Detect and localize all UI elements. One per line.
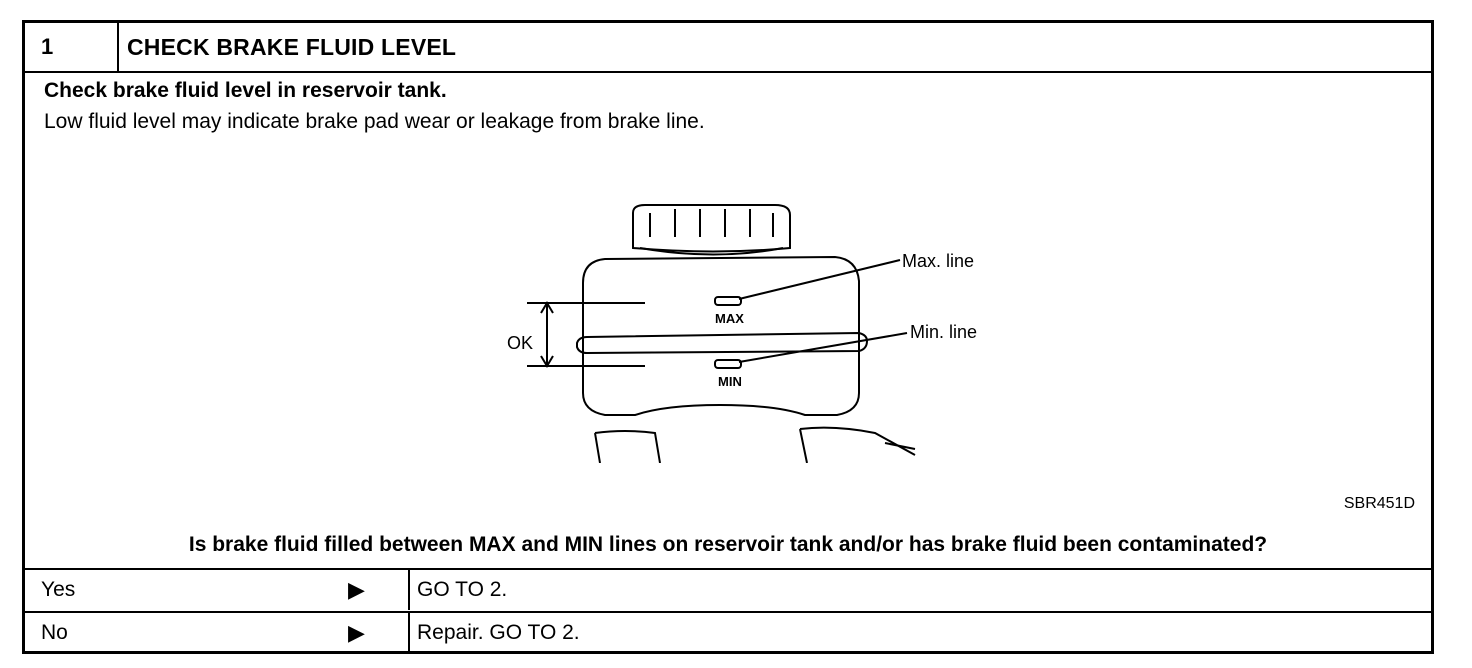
figure-code: SBR451D [1343,495,1415,512]
min-line-callout: Min. line [910,322,977,342]
answer-action-no: Repair. GO TO 2. [417,621,580,644]
right-fitting [799,426,916,464]
answer-row-no: No ▶ Repair. GO TO 2. [25,611,1431,653]
arrow-right-icon: ▶ [348,577,365,602]
max-level-mark [714,296,742,306]
reservoir-seam-ring [576,331,869,355]
inspection-step-box: 1 CHECK BRAKE FLUID LEVEL Check brake fl… [22,20,1434,654]
min-callout-leader [738,332,908,363]
reservoir-diagram: Max. line Min. line MAX MIN OK [507,204,977,464]
max-line-callout: Max. line [902,251,974,271]
arrow-right-icon: ▶ [348,620,365,645]
answer-label-no: No [41,621,68,644]
answer-row-yes: Yes ▶ GO TO 2. [25,568,1431,610]
min-level-mark [714,359,742,369]
ok-range-dimension [527,302,645,367]
inspection-question: Is brake fluid filled between MAX and MI… [188,533,1268,556]
ok-range-label: OK [507,333,533,353]
step-title: CHECK BRAKE FLUID LEVEL [127,34,457,60]
reservoir-body [582,255,860,416]
step-number: 1 [25,23,119,71]
step-header: 1 CHECK BRAKE FLUID LEVEL [25,23,1431,73]
left-fitting [594,430,661,464]
instruction-heading: Check brake fluid level in reservoir tan… [44,79,447,102]
answer-divider [408,570,410,610]
answer-action-yes: GO TO 2. [417,578,508,601]
max-callout-leader [738,259,901,300]
answer-label-yes: Yes [41,578,76,601]
ok-range-arrows [540,301,554,368]
instruction-text: Low fluid level may indicate brake pad w… [44,110,705,133]
cap-ridges [649,209,774,237]
max-mark-label: MAX [715,311,744,326]
min-mark-label: MIN [718,374,742,389]
reservoir-tank-illustration: Max. line Min. line MAX MIN OK [475,193,995,464]
reservoir-cap [632,204,791,253]
answer-divider [408,613,410,653]
